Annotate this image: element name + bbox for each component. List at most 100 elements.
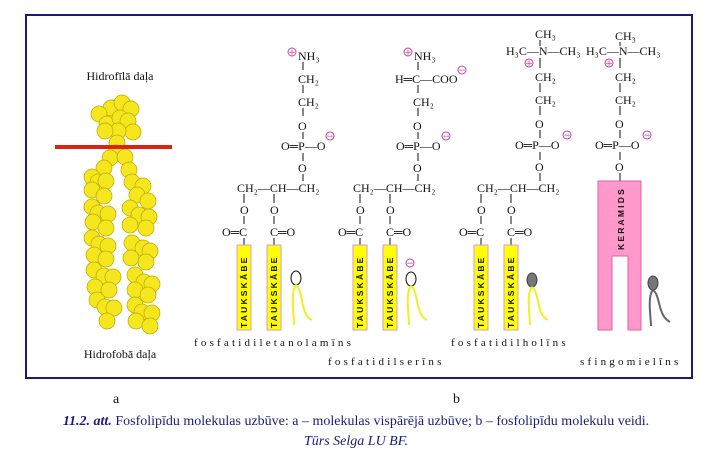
oxygen: O bbox=[413, 161, 422, 175]
atom-ball bbox=[137, 219, 155, 237]
molecule-name: fosfatidilholīns bbox=[451, 337, 569, 349]
figure-number: 11.2. att. bbox=[62, 414, 112, 429]
carbonyl-group: C═O bbox=[270, 225, 296, 239]
glycerol-backbone: CH₂—CH—CH₂ bbox=[237, 181, 319, 195]
nh3-group: NH₃ bbox=[298, 49, 320, 63]
fatty-acid-bar bbox=[352, 244, 368, 331]
oxygen: O bbox=[298, 161, 307, 175]
minus-sign: − bbox=[442, 132, 450, 142]
atom-ball bbox=[96, 122, 114, 140]
fatty-acid-bar bbox=[473, 244, 489, 331]
positive-charge-icon bbox=[287, 47, 297, 57]
carbonyl-group: C═O bbox=[507, 225, 533, 239]
atom-ball bbox=[105, 299, 123, 317]
polar-head-icon bbox=[405, 271, 417, 287]
polar-head-icon bbox=[290, 270, 302, 286]
oxygen: O bbox=[535, 160, 544, 174]
atom-ball bbox=[127, 312, 145, 330]
molecule-name: fosfatidiletanolamīns bbox=[194, 337, 354, 349]
plus-sign: + bbox=[605, 59, 613, 69]
ch2-group: CH₂ bbox=[615, 70, 636, 84]
ch2-group: CH₂ bbox=[298, 72, 319, 86]
fatty-acid-bar bbox=[236, 244, 252, 331]
glycerol-backbone: CH₂—CH—CH₂ bbox=[477, 181, 559, 195]
lipid-tail-icon bbox=[527, 286, 549, 326]
serine-carboxyl-row: H═C—COO bbox=[395, 72, 458, 86]
molecule-phosphatidylethanolamine: + NH₃ CH₂ CH₂ O O═P—O − O CH₂—CH—CH₂ O O… bbox=[194, 47, 354, 349]
atom-ball bbox=[98, 312, 116, 330]
atom-ball bbox=[137, 253, 155, 271]
oxygen: O bbox=[386, 203, 395, 217]
hydrophilic-label: Hidrofīlā daļa bbox=[87, 69, 155, 83]
atom-ball bbox=[97, 172, 115, 190]
ch2-group: CH₂ bbox=[413, 95, 434, 109]
lipid-tail-icon bbox=[406, 285, 428, 326]
minus-sign: − bbox=[643, 131, 651, 141]
oxygen: O bbox=[615, 160, 624, 174]
atom-ball bbox=[99, 205, 117, 223]
atom-ball bbox=[141, 317, 159, 335]
nh3-group: NH₃ bbox=[414, 49, 436, 63]
fatty-acid-bar bbox=[382, 244, 398, 331]
minus-sign: − bbox=[563, 131, 571, 141]
ch3-group: CH₃ bbox=[535, 27, 556, 41]
panel-b-letter: b bbox=[453, 392, 460, 407]
ch2-group: CH₂ bbox=[615, 93, 636, 107]
negative-charge-icon bbox=[441, 131, 451, 141]
fatty-acid-label: TAUKSKĀBE bbox=[269, 255, 279, 328]
trimethylammonium-row: H₃C—N—CH₃ bbox=[586, 44, 660, 58]
space-filling-molecule bbox=[83, 94, 161, 335]
oxygen: O bbox=[477, 203, 486, 217]
negative-charge-icon bbox=[562, 130, 572, 140]
figure-caption: 11.2. att. Fosfolipīdu molekulas uzbūve:… bbox=[0, 414, 712, 430]
lipid-tail-icon bbox=[291, 284, 313, 326]
carbonyl-group: O═C bbox=[459, 225, 484, 239]
positive-charge-icon bbox=[524, 58, 534, 68]
fatty-acid-label: TAUKSKĀBE bbox=[385, 255, 395, 328]
fatty-acid-bar bbox=[266, 244, 282, 331]
phosphate-group: O═P—O bbox=[515, 138, 560, 152]
panel-a-letter: a bbox=[113, 392, 120, 407]
minus-sign: − bbox=[406, 259, 414, 269]
phosphate-group: O═P—O bbox=[281, 139, 326, 153]
minus-sign: − bbox=[458, 66, 466, 76]
atom-ball bbox=[97, 219, 115, 237]
ch2-group: CH₂ bbox=[298, 95, 319, 109]
fatty-acid-bar bbox=[503, 244, 519, 331]
oxygen: O bbox=[615, 117, 624, 131]
ch2-group: CH₂ bbox=[535, 93, 556, 107]
molecule-sphingomyelin: CH₃ H₃C—N—CH₃ + CH₂ CH₂ O O═P—O − O KERA… bbox=[580, 29, 682, 368]
fatty-acid-label: TAUKSKĀBE bbox=[476, 255, 486, 328]
oxygen: O bbox=[240, 203, 249, 217]
ch3-group: CH₃ bbox=[615, 29, 636, 43]
positive-charge-icon bbox=[403, 47, 413, 57]
fatty-acid-label: TAUKSKĀBE bbox=[239, 255, 249, 328]
molecule-name: fosfatidilserīns bbox=[328, 356, 445, 368]
molecule-phosphatidylserine: + NH₃ H═C—COO − CH₂ O O═P—O − O CH₂—CH—C… bbox=[328, 47, 467, 368]
oxygen: O bbox=[356, 203, 365, 217]
plus-sign: + bbox=[525, 59, 533, 69]
negative-charge-icon bbox=[325, 131, 335, 141]
atom-ball bbox=[139, 286, 157, 304]
oxygen: O bbox=[270, 203, 279, 217]
carbonyl-group: C═O bbox=[386, 225, 412, 239]
plus-sign: + bbox=[288, 48, 296, 58]
molecule-name: sfingomielīns bbox=[580, 356, 682, 368]
plus-sign: + bbox=[404, 48, 412, 58]
atom-ball bbox=[121, 216, 139, 234]
atom-ball bbox=[95, 187, 113, 205]
carbonyl-group: O═C bbox=[338, 225, 363, 239]
minus-sign: − bbox=[326, 132, 334, 142]
oxygen: O bbox=[298, 119, 307, 133]
atom-ball bbox=[97, 250, 115, 268]
negative-charge-icon bbox=[457, 65, 467, 75]
oxygen: O bbox=[413, 119, 422, 133]
phosphate-group: O═P—O bbox=[595, 138, 640, 152]
caption-text: Fosfolipīdu molekulas uzbūve: a – moleku… bbox=[111, 414, 650, 429]
polar-head-icon bbox=[647, 275, 659, 291]
carbonyl-group: O═C bbox=[222, 225, 247, 239]
phosphate-group: O═P—O bbox=[396, 139, 441, 153]
atom-ball bbox=[122, 249, 140, 267]
ceramide-block bbox=[597, 180, 642, 331]
